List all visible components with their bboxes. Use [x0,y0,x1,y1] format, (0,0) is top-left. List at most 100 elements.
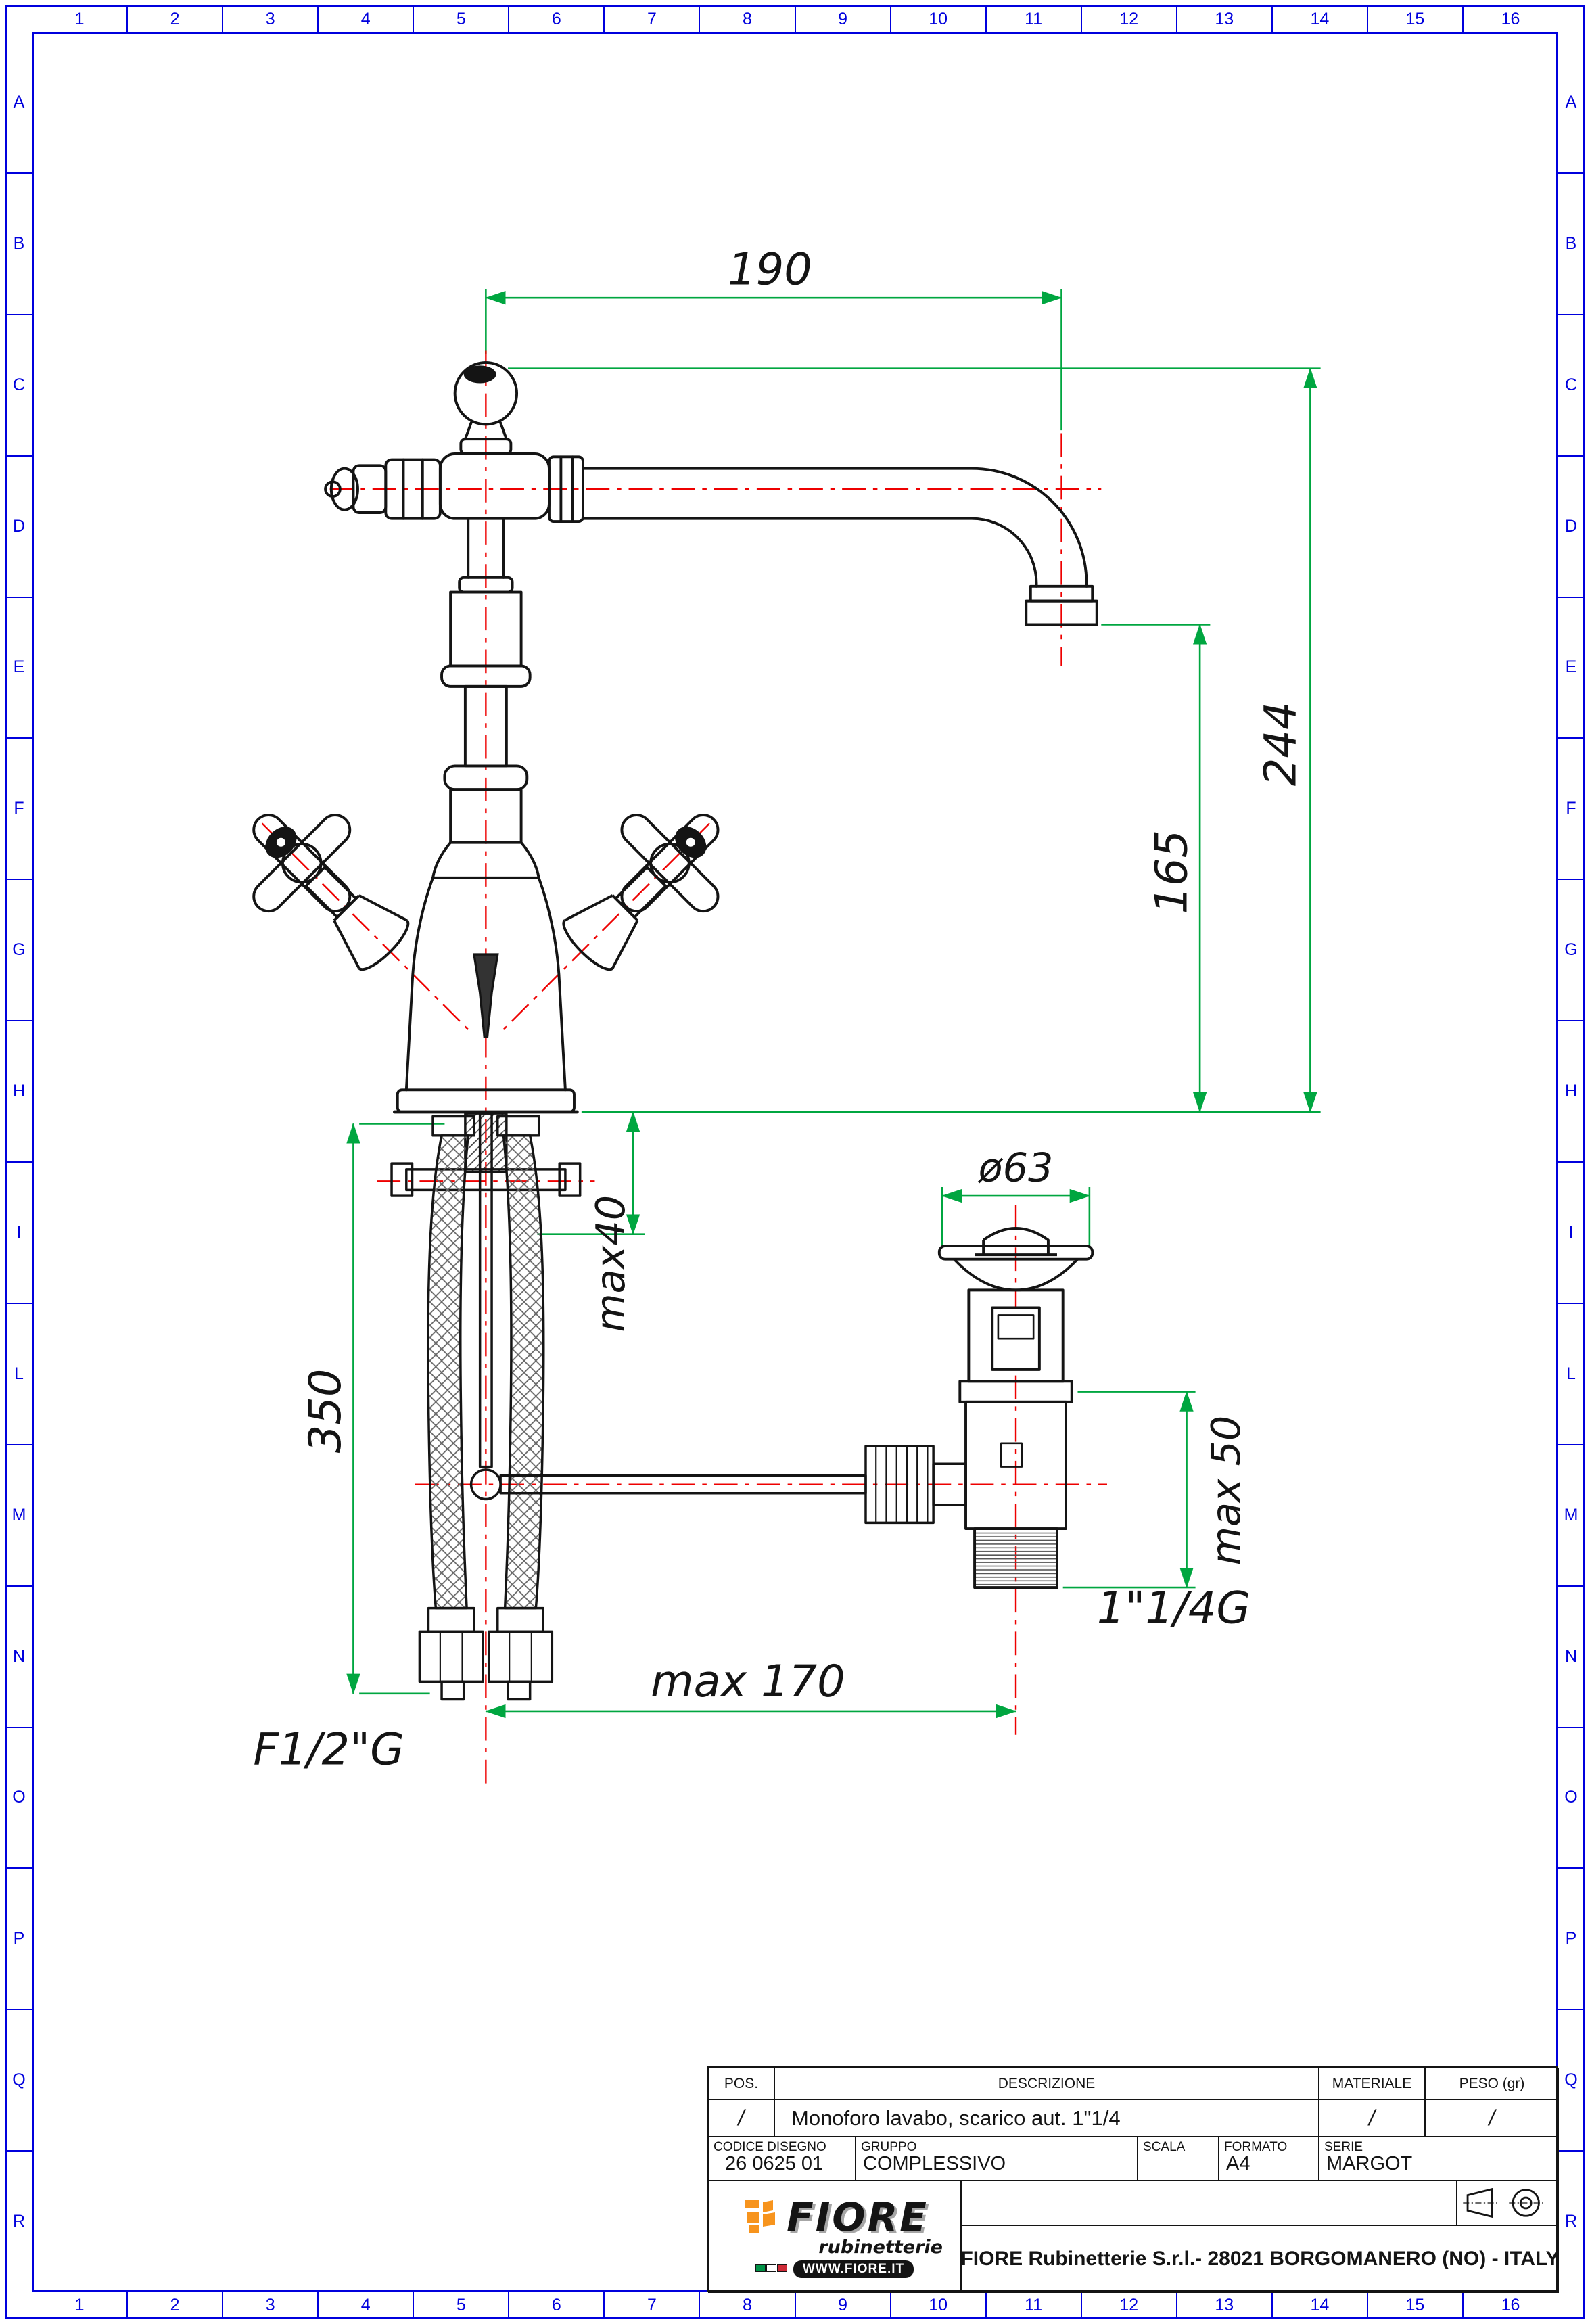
grid-ref-label: G [1558,879,1585,1020]
title-block: POS. DESCRIZIONE MATERIALE PESO (gr) / M… [707,2066,1559,2293]
grid-ref-label: M [1558,1443,1585,1585]
grid-ref-label: 8 [699,5,794,32]
dim-rod-reach: max 170 [651,1656,845,1707]
grid-ref-label: H [1558,1020,1585,1161]
peso-value: / [1425,2099,1559,2137]
grid-ref-label: M [5,1443,32,1585]
scala-label: SCALA [1143,2140,1186,2154]
grid-ref-label: 14 [1271,2292,1367,2319]
grid-ref-label: Q [5,2009,32,2150]
grid-ref-label: 10 [889,2292,985,2319]
grid-ref-label: G [5,879,32,1020]
grid-ref-label: 11 [985,5,1081,32]
descrizione-header: DESCRIZIONE [774,2068,1319,2099]
grid-ref-label: 13 [1175,5,1271,32]
grid-ref-label: L [5,1302,32,1444]
right-cross-handle [562,814,720,971]
codice-disegno-cell: CODICE DISEGNO 26 0625 01 [708,2137,856,2181]
descrizione-value: Monoforo lavabo, scarico aut. 1"1/4 [774,2099,1319,2137]
grid-ref-label: Q [1558,2009,1585,2150]
grid-ref-label: 15 [1366,2292,1462,2319]
grid-ref-label: 14 [1271,5,1367,32]
grid-ref-label: 5 [413,5,508,32]
grid-ref-label: P [5,1867,32,2009]
under-counter-parts [390,1112,967,1701]
grid-ref-label: 3 [222,2292,317,2319]
grid-ref-label: 12 [1080,5,1176,32]
dim-drain-diameter: ø63 [978,1144,1054,1190]
grid-ref-label: 1 [74,2295,85,2315]
dimension-texts: 190 244 165 max40 350 ø63 max 50 1"1/4G … [253,244,1306,1775]
pos-header: POS. [708,2068,774,2099]
grid-ref-label: 13 [1175,2292,1271,2319]
grid-ref-label: 9 [794,2292,890,2319]
grid-ref-label: E [5,596,32,738]
grid-ref-label: 4 [317,5,413,32]
grid-ref-label: 16 [1462,2292,1558,2319]
grid-ref-label: N [5,1585,32,1727]
grid-ref-label: 12 [1080,2292,1176,2319]
grid-ref-label: A [13,92,25,112]
fiore-logo-text: FIORE [787,2193,929,2240]
left-cross-handle [252,814,410,971]
materiale-header: MATERIALE [1319,2068,1425,2099]
grid-ref-label: C [1558,313,1585,455]
grid-ref-label: 10 [889,5,985,32]
grid-ref-label: 6 [508,2292,603,2319]
grid-ref-label: R [1558,2150,1585,2292]
dim-drain-thread: 1"1/4G [1097,1582,1250,1633]
scala-cell: SCALA [1138,2137,1219,2181]
grid-ref-label: 6 [508,5,603,32]
grid-ref-label: B [1558,172,1585,314]
formato-label: FORMATO [1224,2140,1288,2154]
serie-cell: SERIE MARGOT [1319,2137,1559,2181]
dim-drain-max: max 50 [1202,1416,1249,1566]
fiore-logo-subtext: rubinetterie [818,2236,943,2258]
italian-flag-icon [755,2263,788,2275]
grid-ref-label: 2 [126,5,222,32]
grid-ref-label: I [1558,1161,1585,1303]
grid-ref-label: 11 [985,2292,1081,2319]
grid-ref-label: R [5,2150,32,2292]
formato-value: A4 [1226,2153,1250,2175]
serie-label: SERIE [1324,2140,1363,2154]
grid-ref-label: D [5,455,32,597]
dim-hose-length: 350 [300,1369,351,1454]
fiore-logo: FIORE rubinetterie WWW.FIORE.IT [708,2181,961,2293]
grid-ref-label: 15 [1366,5,1462,32]
grid-ref-label: L [1558,1302,1585,1444]
dim-spout-height: 165 [1146,830,1198,914]
dim-total-height: 244 [1255,701,1307,786]
gruppo-label: GRUPPO [861,2140,917,2154]
grid-ref-label: 7 [603,5,699,32]
fiore-logo-url: WWW.FIORE.IT [793,2260,914,2278]
serie-value: MARGOT [1326,2153,1413,2175]
grid-ref-label: 7 [603,2292,699,2319]
grid-ref-label: E [1558,596,1585,738]
grid-ref-label: N [1558,1585,1585,1727]
grid-ref-label: O [1558,1726,1585,1868]
formato-cell: FORMATO A4 [1219,2137,1319,2181]
gruppo-cell: GRUPPO COMPLESSIVO [856,2137,1138,2181]
grid-ref-label: 8 [699,2292,794,2319]
first-angle-projection-icon [1463,2187,1543,2218]
grid-ref-label: C [5,313,32,455]
grid-ref-label: F [1558,737,1585,879]
grid-ref-label: O [5,1726,32,1868]
peso-header: PESO (gr) [1425,2068,1559,2099]
fiore-logo-icon [745,2200,776,2233]
grid-ref-label: F [5,737,32,879]
drain-assembly [937,1227,1094,1589]
codice-value: 26 0625 01 [725,2153,824,2175]
grid-ref-label: 4 [317,2292,413,2319]
grid-ref-label: 16 [1462,5,1558,32]
grid-ref-label: H [5,1020,32,1161]
grid-ref-label: 9 [794,5,890,32]
grid-ref-label: 1 [74,9,85,28]
grid-ref-label: I [5,1161,32,1303]
dim-max-deck: max40 [587,1195,634,1332]
